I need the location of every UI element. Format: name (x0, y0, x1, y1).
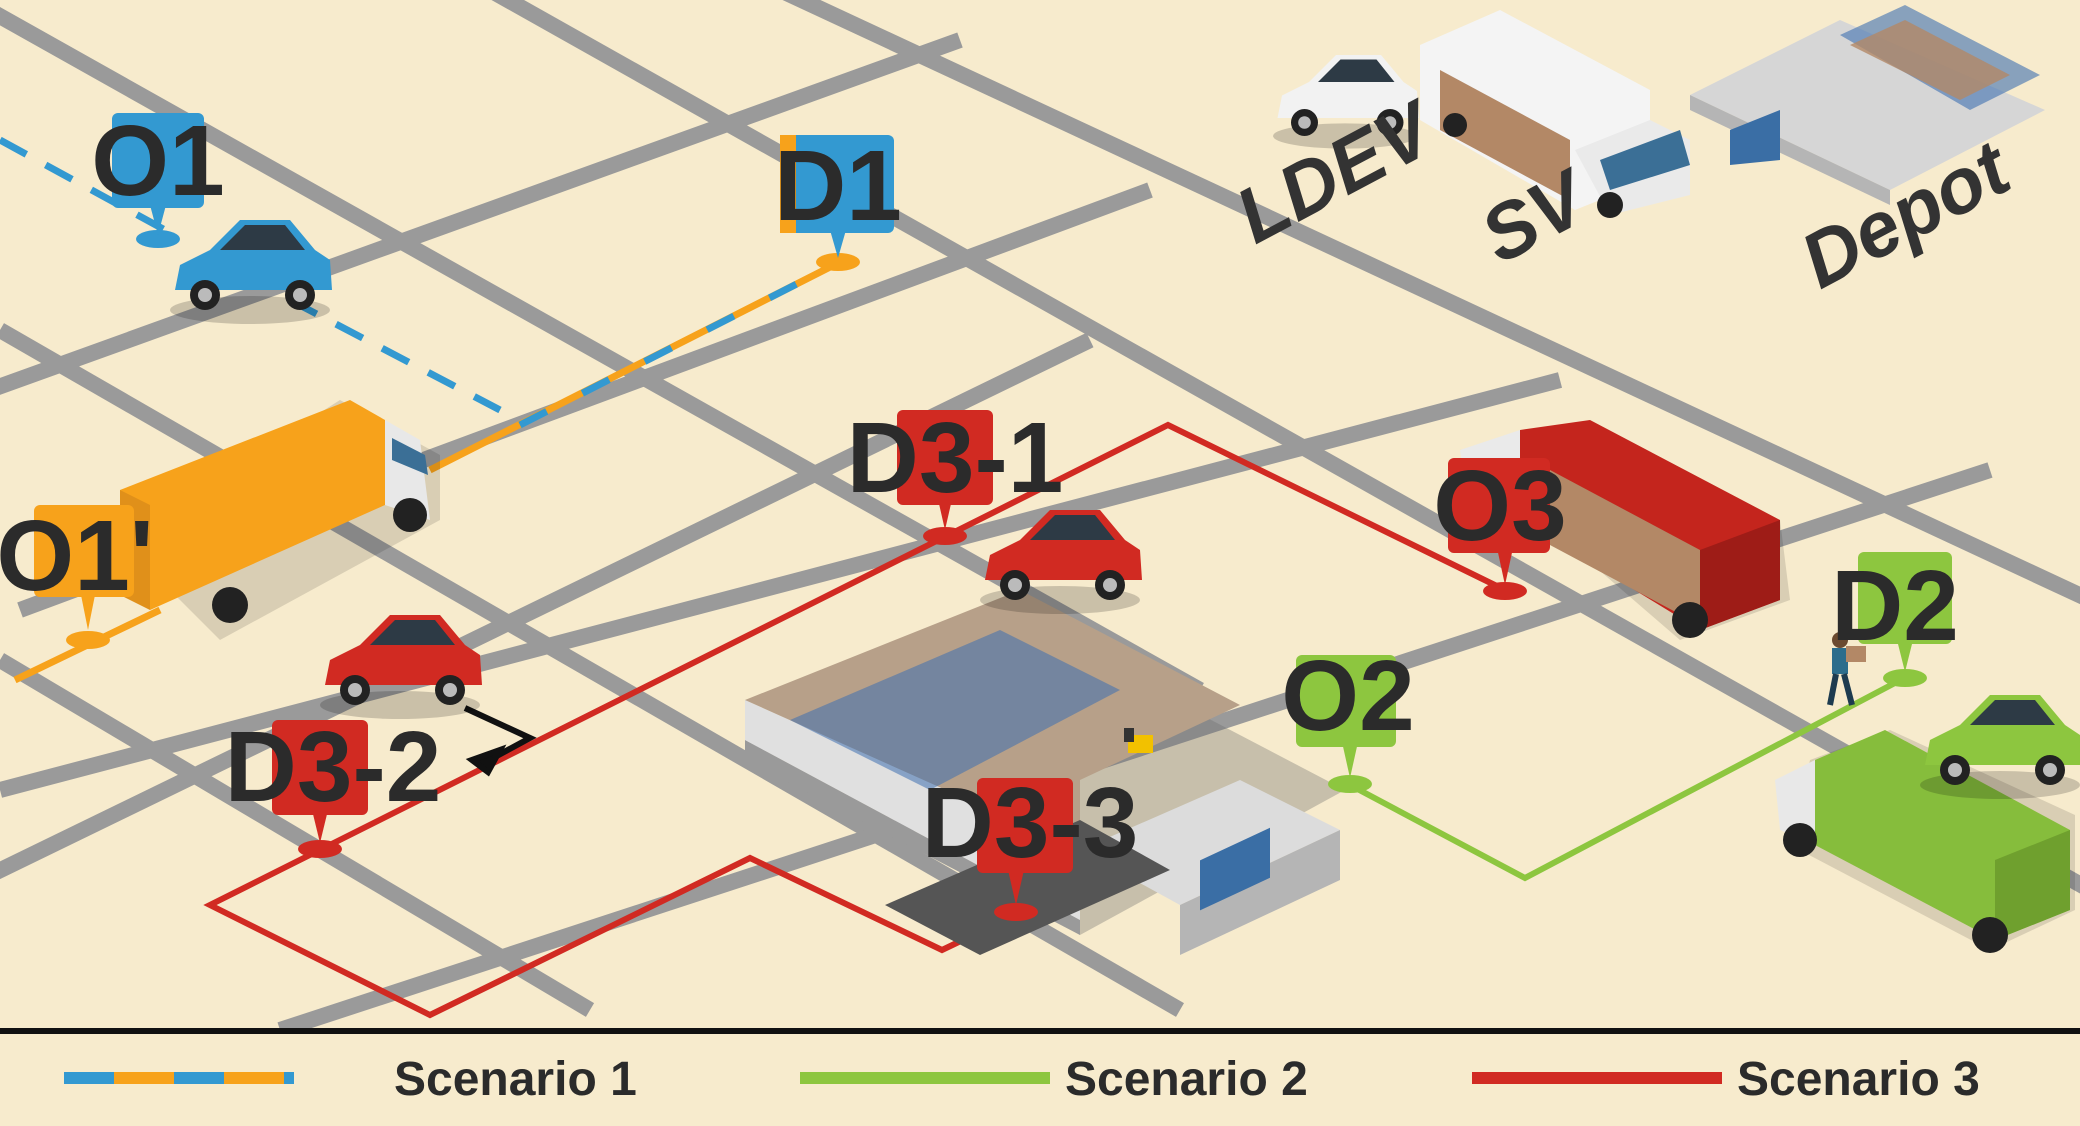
legend-swatch-scenario-1 (64, 1072, 294, 1084)
sv-truck-icon (1420, 10, 1690, 218)
marker-label-o1-prime: O1' (0, 500, 154, 612)
marker-d3-2: D3-2 (225, 711, 442, 858)
marker-label-d1: D1 (774, 130, 902, 242)
depot-warehouse-icon (1690, 5, 2045, 205)
marker-label-o2: O2 (1281, 640, 1414, 752)
marker-label-o3: O3 (1433, 450, 1566, 562)
car-icon-red-2 (320, 615, 482, 719)
car-icon-blue (170, 220, 332, 324)
forklift-icon (1124, 728, 1153, 753)
legend-label-scenario-3: Scenario 3 (1737, 1053, 1980, 1106)
marker-d2: D2 (1831, 550, 1959, 687)
legend-swatch-scenario-2 (800, 1072, 1050, 1084)
legend-label-scenario-2: Scenario 2 (1065, 1053, 1308, 1106)
legend-label-scenario-1: Scenario 1 (394, 1053, 637, 1106)
route-scenario-2 (1348, 672, 1912, 882)
marker-d3-3: D3-3 (922, 767, 1139, 921)
marker-d3-1: D3-1 (847, 402, 1064, 545)
car-icon-green (1920, 695, 2080, 799)
arrow-icon (463, 705, 537, 777)
marker-o2: O2 (1281, 640, 1415, 793)
truck-icon-orange (120, 400, 440, 640)
legend-swatch-scenario-3 (1472, 1072, 1722, 1084)
marker-label-d3-3: D3-3 (922, 767, 1139, 879)
marker-label-o1: O1 (91, 105, 224, 217)
map-canvas: O1 D1 O1' D3-1 D3-2 D3-3 O3 (0, 0, 2080, 1030)
marker-o3: O3 (1433, 450, 1567, 600)
legend: Scenario 1 Scenario 2 Scenario 3 (0, 1028, 2080, 1126)
marker-d1: D1 (774, 130, 902, 271)
marker-label-d3-2: D3-2 (225, 711, 442, 823)
marker-label-d3-1: D3-1 (847, 402, 1064, 514)
marker-label-d2: D2 (1831, 550, 1959, 662)
worker-icon (1827, 632, 1866, 706)
route-scenario-3 (203, 421, 1507, 1019)
marker-o1-prime: O1' (0, 500, 154, 649)
marker-o1: O1 (91, 105, 225, 248)
